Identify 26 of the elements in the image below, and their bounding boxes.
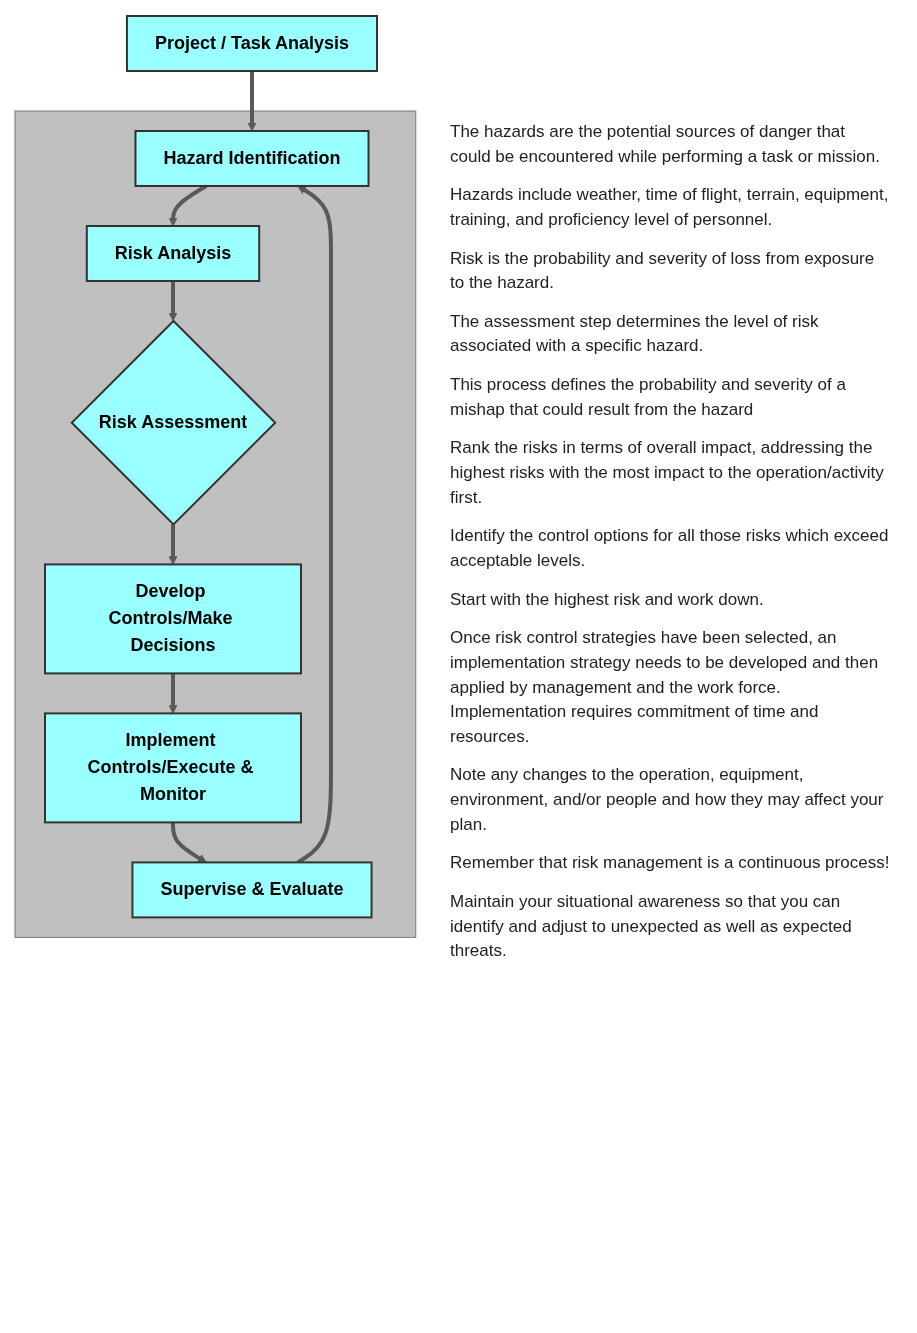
arrow: [168, 524, 177, 565]
arrow: [168, 673, 177, 714]
arrow: [170, 822, 207, 863]
description-text: Maintain your situational awareness so that you can identify and adjust to unexpected as well as expected threats.: [450, 891, 853, 963]
arrow: [168, 184, 207, 227]
cluster: [14, 110, 416, 938]
description-text: Identify the control options for all those risks which exceed acceptable levels.: [450, 525, 890, 572]
arrow: [247, 71, 256, 132]
description-text: Risk is the probability and severity of loss from exposure to the hazard.: [450, 247, 876, 295]
description-text: Remember that risk management is a continuous process!: [450, 852, 890, 875]
node-box: Supervise & Evaluate: [131, 861, 373, 919]
node-box: Risk Analysis: [85, 225, 260, 282]
description-text: Start with the highest risk and work down.: [450, 588, 765, 611]
description-text: The assessment step determines the level of risk associated with a specific hazard.: [450, 310, 820, 358]
description-text: This process defines the probability and severity of a mishap that could result from the hazard: [450, 374, 847, 421]
description-text: Note any changes to the operation, equipment, environment, and/or people and how they may affect your plan.: [450, 764, 885, 836]
description-text: The hazards are the potential sources of danger that could be encountered while performing a task or mission.: [450, 121, 881, 168]
node-box: Project / Task Analysis: [125, 15, 378, 72]
description-text: Hazards include weather, time of flight, terrain, equipment, training, and proficiency level of personnel.: [450, 184, 890, 231]
description-text: Rank the risks in terms of overall impact, addressing the highest risks with the most impact to the operation/activity first.: [450, 437, 885, 509]
node-box: Hazard Identification: [134, 130, 370, 187]
node-box: Develop Controls/Make Decisions: [43, 563, 302, 675]
node-box: Implement Controls/Execute & Monitor: [43, 712, 302, 824]
description-text: Once risk control strategies have been selected, an implementation strategy needs to be developed and then applied by management and the work force. Implementation requires commitment of time and resources.: [450, 627, 880, 748]
arrow: [168, 281, 177, 322]
node-diamond: Risk Assessment: [70, 319, 277, 526]
